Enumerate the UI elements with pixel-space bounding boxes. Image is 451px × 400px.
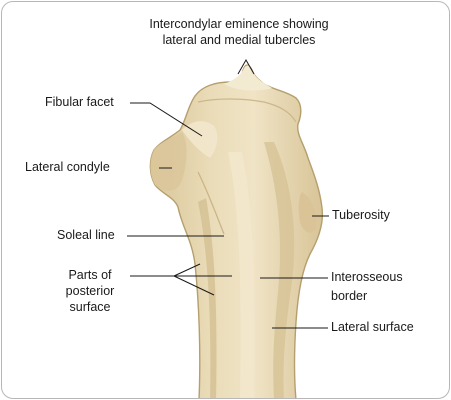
leader-fibular-facet bbox=[130, 102, 203, 137]
leader-lines bbox=[127, 58, 329, 329]
tuberosity-shade bbox=[298, 192, 317, 233]
leader-posterior-4 bbox=[173, 275, 215, 296]
label-intercondylar-line1: Intercondylar eminence showing bbox=[149, 17, 329, 31]
label-tuberosity: Tuberosity bbox=[332, 208, 390, 222]
label-posterior-line2: posterior bbox=[65, 284, 115, 298]
soleal-ridge bbox=[197, 171, 225, 235]
shaft-shadow-right bbox=[264, 142, 295, 398]
shaft-highlight bbox=[228, 152, 255, 398]
label-posterior-line3: surface bbox=[69, 300, 111, 314]
lateral-condyle-shade bbox=[150, 132, 187, 191]
label-interosseous-line2: border bbox=[331, 289, 368, 303]
shaft-shadow-left bbox=[198, 198, 217, 398]
leader-posterior-2 bbox=[173, 263, 201, 277]
label-lateral-surface: Lateral surface bbox=[331, 320, 414, 334]
label-fibular-facet: Fibular facet bbox=[45, 95, 114, 109]
tibia-bone bbox=[149, 64, 324, 398]
intercondylar-eminence-shade bbox=[224, 65, 272, 91]
label-soleal-line: Soleal line bbox=[57, 228, 115, 242]
label-posterior-line1: Parts of bbox=[68, 268, 112, 282]
label-lateral-condyle: Lateral condyle bbox=[25, 160, 110, 174]
label-intercondylar-line2: lateral and medial tubercles bbox=[162, 33, 316, 47]
head-contour bbox=[197, 98, 297, 123]
label-interosseous-line1: Interosseous bbox=[331, 270, 403, 284]
leader-intercondylar bbox=[237, 58, 255, 75]
fibular-facet-shade bbox=[182, 121, 218, 158]
